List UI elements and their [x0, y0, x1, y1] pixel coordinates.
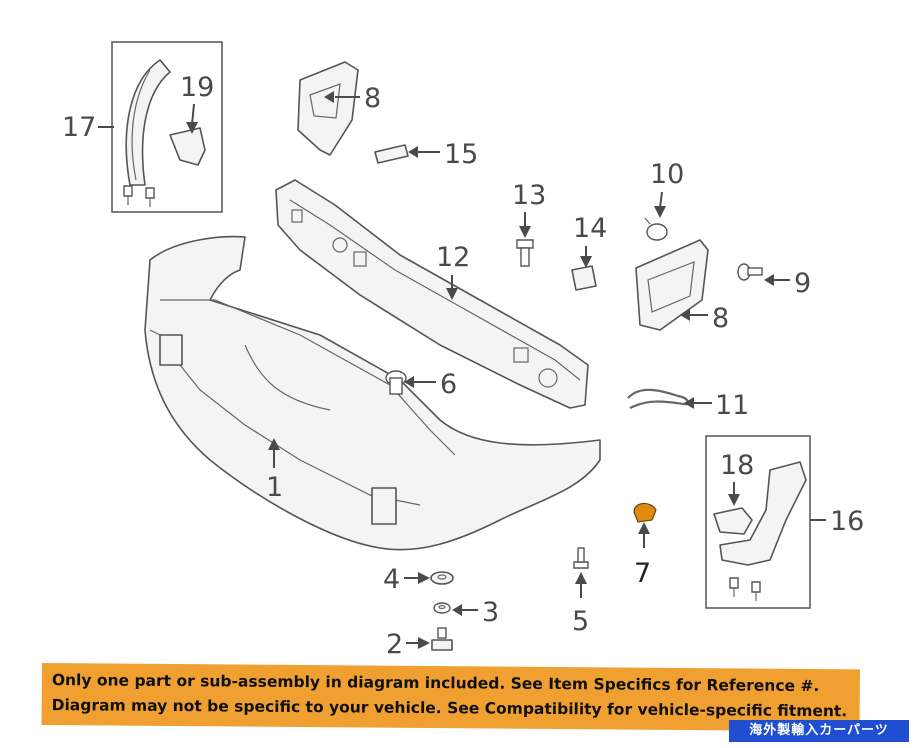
callout-11: 11: [715, 390, 749, 421]
part-16-mud-guard: [719, 461, 807, 566]
part-15-pad: [374, 144, 409, 164]
callout-1: 1: [266, 472, 283, 503]
part-8-bracket-lower: [635, 239, 709, 331]
part-10-clip: [644, 217, 668, 241]
callout-9: 9: [794, 268, 811, 299]
part-14-pad: [571, 265, 597, 291]
callout-8-upper: 8: [364, 83, 381, 114]
part-17-mud-guard: [125, 59, 171, 186]
part-18-block: [713, 507, 753, 535]
part-16-screws: [729, 577, 761, 601]
part-9-screw: [737, 263, 763, 281]
part-19-block: [169, 127, 206, 166]
inset-box-mudguard-rear: [705, 435, 811, 609]
part-17-screws: [123, 185, 155, 207]
callout-10: 10: [650, 159, 684, 190]
callout-3: 3: [482, 597, 499, 628]
callout-7: 7: [634, 558, 651, 589]
callout-6: 6: [440, 369, 457, 400]
part-11-clip: [627, 388, 690, 409]
import-parts-badge: 海外製輸入カーパーツ: [729, 720, 909, 742]
callout-19: 19: [180, 72, 214, 103]
part-8-bracket-upper: [297, 61, 359, 156]
part-12-reinforcement: [275, 179, 589, 409]
part-5-bolt: [573, 547, 589, 569]
part-2-nut: [431, 627, 453, 651]
callout-15: 15: [444, 139, 478, 170]
callout-8-lower: 8: [712, 303, 729, 334]
callout-18: 18: [720, 450, 754, 481]
callout-14: 14: [573, 213, 607, 244]
part-4-washer: [430, 571, 454, 585]
part-6-clip: [385, 370, 407, 395]
part-1-bumper-cover: [144, 235, 601, 551]
part-3-washer: [433, 602, 451, 614]
callout-16: 16: [830, 506, 864, 537]
callout-2: 2: [386, 629, 403, 660]
part-13-bolt: [516, 239, 534, 267]
part-7-nut: [633, 502, 657, 523]
callout-17: 17: [62, 112, 96, 143]
callout-5: 5: [572, 606, 589, 637]
callout-13: 13: [512, 180, 546, 211]
callout-12: 12: [436, 242, 470, 273]
callout-4: 4: [383, 564, 400, 595]
